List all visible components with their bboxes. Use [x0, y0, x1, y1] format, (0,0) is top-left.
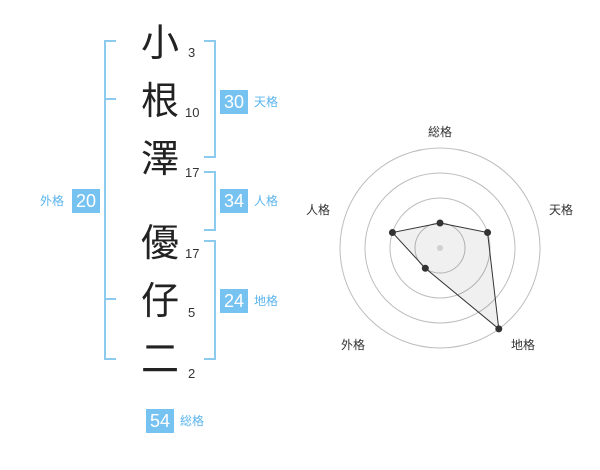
gaikaku-label: 外格: [40, 194, 65, 208]
stroke-count-3: 17: [185, 165, 200, 180]
jinkaku-value: 34: [220, 189, 248, 213]
stroke-count-6: 2: [188, 366, 196, 381]
name-char-5: 仔: [140, 279, 179, 323]
jinkaku-label: 人格: [254, 194, 279, 208]
radar-axis-label-tenkaku: 天格: [549, 203, 574, 217]
radar-point-1: [436, 219, 444, 227]
radar-axis-label-gaikaku: 外格: [341, 338, 366, 352]
chikaku-value: 24: [220, 289, 248, 313]
stroke-count-1: 3: [188, 45, 196, 60]
radar-point-5: [388, 229, 396, 237]
radar-ring-4: [339, 147, 541, 349]
radar-point-4: [421, 264, 429, 272]
gaikaku-bracket-tick: [104, 98, 116, 100]
name-char-6: 二: [140, 337, 179, 381]
name-char-2: 根: [140, 79, 179, 123]
chikaku-label: 地格: [254, 294, 279, 308]
soukaku-label: 総格: [180, 414, 205, 428]
radar-chart: [339, 147, 541, 349]
stroke-count-5: 5: [188, 305, 196, 320]
radar-axis-label-soukaku: 総格: [428, 125, 453, 139]
gaikaku-value: 20: [72, 189, 100, 213]
soukaku-value: 54: [146, 409, 174, 433]
gaikaku-bracket: [104, 40, 116, 360]
gaikaku-bracket-tick: [104, 298, 116, 300]
tenkaku-value: 30: [220, 90, 248, 114]
radar-point-3: [495, 325, 503, 333]
name-char-4: 優: [140, 221, 179, 265]
radar-ring-3: [364, 172, 516, 324]
jinkaku-bracket: [204, 171, 216, 231]
radar-center-point: [437, 245, 443, 251]
name-char-3: 澤: [140, 137, 179, 181]
stroke-count-2: 10: [185, 105, 200, 120]
stroke-count-4: 17: [185, 246, 200, 261]
radar-axis-label-chikaku: 地格: [511, 338, 536, 352]
radar-ring-2: [389, 197, 491, 299]
name-char-1: 小: [140, 21, 179, 65]
radar-point-2: [484, 229, 492, 237]
chikaku-bracket: [204, 240, 216, 360]
tenkaku-bracket: [204, 40, 216, 158]
tenkaku-label: 天格: [254, 95, 279, 109]
radar-axis-label-jinkaku: 人格: [306, 203, 331, 217]
radar-series-polygon: [391, 222, 500, 331]
